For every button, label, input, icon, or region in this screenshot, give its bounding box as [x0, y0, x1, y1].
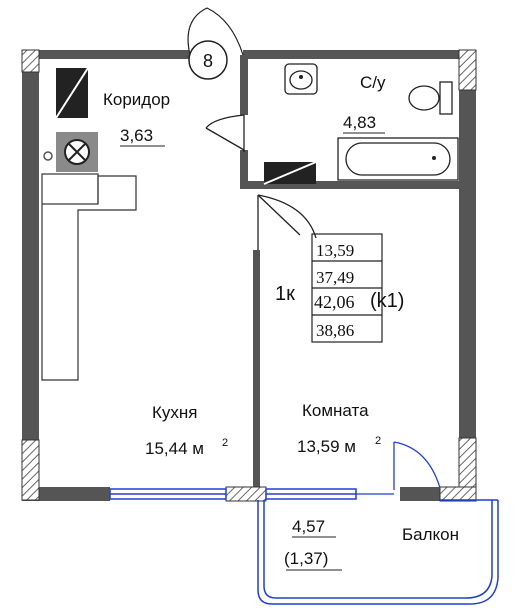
balcony-door [356, 441, 441, 495]
room-area-sup: 2 [375, 435, 381, 447]
wall-top-right [243, 50, 476, 59]
hatch-balcony-right [439, 486, 477, 502]
kitchen-counter [41, 173, 137, 381]
wall-left [22, 50, 39, 500]
wall-bath-left-lower [240, 150, 248, 185]
area-total-balcony: 42,06 [314, 292, 355, 312]
apartment-type: 1к [275, 283, 295, 305]
bathroom-area: 4,83 [343, 113, 376, 132]
entrance-door [187, 7, 244, 80]
window-kitchen [109, 488, 227, 500]
balcony-name: Балкон [402, 525, 459, 544]
kitchen-area-sup: 2 [222, 437, 228, 449]
bathroom-name: С/у [360, 73, 386, 92]
wall-right [459, 50, 476, 490]
balcony-outline [257, 499, 499, 605]
walls [22, 50, 476, 501]
hatch-right-top [458, 49, 477, 91]
area-living: 13,59 [316, 241, 354, 260]
kitchen-name: Кухня [152, 403, 198, 422]
balcony-area: 4,57 [292, 517, 325, 536]
area-reduced: 38,86 [316, 321, 354, 340]
area-total: 37,49 [316, 268, 354, 287]
hatch-top-left [21, 49, 40, 73]
toilet [408, 81, 453, 115]
corridor-name: Коридор [103, 90, 170, 109]
sink [284, 63, 318, 95]
window-room [265, 488, 357, 500]
room-area: 13,59 м [297, 437, 356, 456]
entrance-number: 8 [203, 51, 213, 71]
hatch-right-bottom [458, 437, 477, 491]
apartment-variant: (k1) [370, 290, 404, 312]
room-name: Комната [302, 401, 369, 420]
hatch-bottom-left [21, 439, 40, 501]
wall-kitchen-room [253, 250, 260, 495]
kitchen-area: 15,44 м [145, 439, 204, 458]
balcony-area-reduced: (1,37) [284, 549, 328, 568]
corridor-area: 3,63 [120, 126, 153, 145]
bathtub [337, 137, 459, 181]
area-table [311, 233, 383, 343]
wall-top-left [22, 50, 190, 59]
room-door [257, 194, 317, 250]
wall-bath-left [240, 55, 248, 115]
hatch-bottom-mid [225, 486, 267, 502]
wall-bath-bottom [240, 181, 466, 189]
bathroom-door [205, 114, 245, 152]
wall-bottom-left [22, 487, 110, 501]
